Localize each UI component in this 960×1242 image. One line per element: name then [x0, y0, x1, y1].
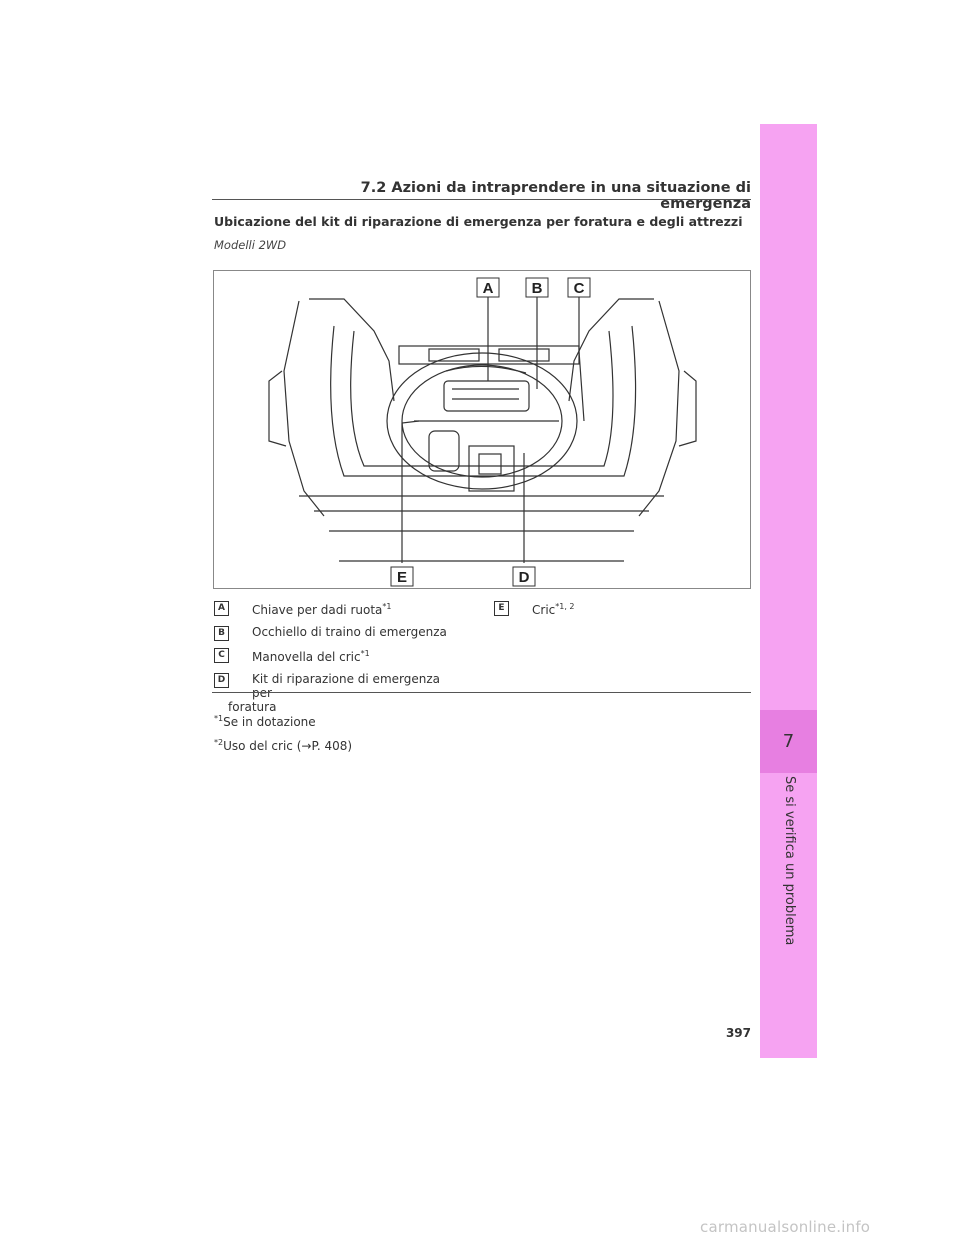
header-rule	[212, 199, 751, 200]
footnote-2: *2Uso del cric (→P. 408)	[214, 738, 353, 753]
page-number: 397	[725, 1026, 751, 1040]
callout-d-label: D	[519, 569, 530, 586]
legend-rule	[212, 692, 751, 693]
chapter-marker: 7	[760, 710, 817, 773]
trunk-drawing: A B C E D	[268, 277, 697, 587]
callout-d	[512, 566, 536, 587]
chapter-title: Se si verifica un problema	[781, 776, 797, 946]
section-title: Ubicazione del kit di riparazione di eme…	[214, 214, 743, 229]
legend-item-e: E Cric*1, 2	[494, 600, 734, 617]
trunk-illustration: A B C E D	[213, 270, 751, 589]
page-header: 7.2 Azioni da intraprendere in una situa…	[360, 180, 751, 212]
legend-item-b: B Occhiello di traino di emergenza	[214, 625, 454, 641]
legend-key-d: D	[214, 673, 229, 688]
legend-key-b: B	[214, 626, 229, 641]
callout-c	[567, 277, 591, 298]
legend-key-e: E	[494, 601, 509, 616]
footnote-1: *1Se in dotazione	[214, 714, 316, 729]
callout-e-label: E	[397, 569, 407, 586]
callout-a	[476, 277, 500, 298]
callout-a-label: A	[483, 280, 494, 297]
legend-item-d: D Kit di riparazione di emergenza per fo…	[214, 672, 454, 714]
sidebar-tab	[760, 124, 817, 1058]
callout-b-label: B	[532, 280, 543, 297]
legend-right: E Cric*1, 2	[494, 600, 734, 625]
legend-key-c: C	[214, 648, 229, 663]
model-label: Modelli 2WD	[214, 238, 287, 252]
legend-item-a: A Chiave per dadi ruota*1	[214, 600, 454, 617]
legend-left: A Chiave per dadi ruota*1 B Occhiello di…	[214, 600, 454, 722]
legend-key-a: A	[214, 601, 229, 616]
callout-e	[390, 566, 414, 587]
callout-c-label: C	[574, 280, 585, 297]
callout-b	[525, 277, 549, 298]
legend-item-c: C Manovella del cric*1	[214, 647, 454, 664]
watermark: carmanualsonline.info	[700, 1218, 871, 1236]
